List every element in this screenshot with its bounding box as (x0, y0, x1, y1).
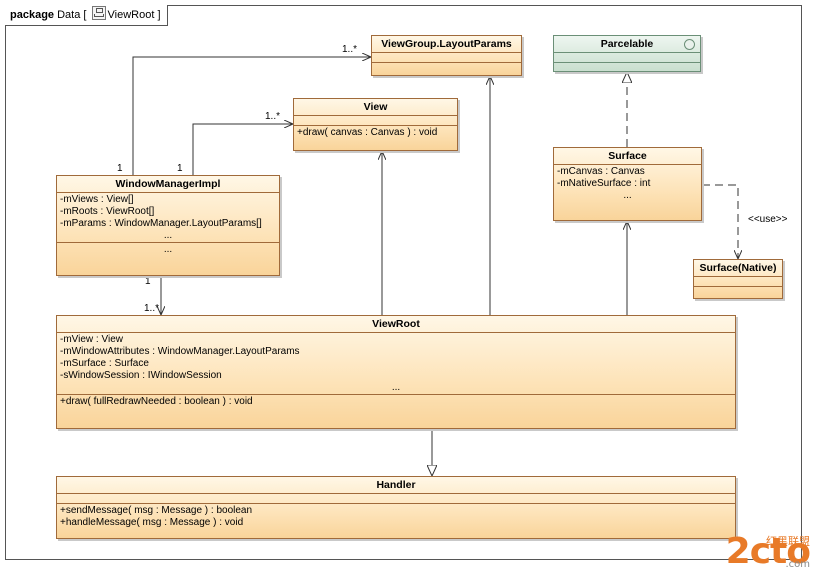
operations-section: +draw( canvas : Canvas ) : void (294, 125, 457, 140)
operations-section (694, 286, 782, 296)
class-name: Surface (608, 150, 647, 162)
attributes-section: -mCanvas : Canvas -mNativeSurface : int … (554, 164, 701, 202)
class-surface-native: Surface(Native) (693, 259, 783, 299)
attribute-ellipsis: ... (623, 190, 632, 201)
diagram-name: ViewRoot (107, 9, 155, 21)
attribute-row: -mNativeSurface : int (557, 178, 651, 189)
class-viewroot: ViewRoot -mView : View -mWindowAttribute… (56, 315, 736, 429)
class-view: View +draw( canvas : Canvas ) : void (293, 98, 458, 151)
attribute-row: -mViews : View[] (60, 194, 134, 205)
use-stereotype: <<use>> (748, 214, 788, 225)
class-name: Surface(Native) (699, 262, 777, 274)
class-name: WindowManagerImpl (115, 178, 221, 190)
operations-section (554, 62, 700, 72)
operations-section: ... (57, 242, 279, 256)
attributes-section (294, 115, 457, 125)
watermark-sub: 红黑联盟 (766, 535, 810, 548)
class-name: ViewGroup.LayoutParams (381, 38, 512, 50)
attributes-section (372, 52, 521, 62)
operation-row: +sendMessage( msg : Message ) : boolean (60, 505, 253, 516)
attribute-row: -sWindowSession : IWindowSession (60, 370, 222, 381)
attributes-section (554, 52, 700, 62)
package-name: Data (57, 9, 81, 21)
operation-row: +draw( fullRedrawNeeded : boolean ) : vo… (60, 396, 253, 407)
package-frame (5, 5, 802, 560)
class-viewgroup-layoutparams: ViewGroup.LayoutParams (371, 35, 522, 76)
mult-wm-view-target: 1..* (265, 111, 281, 122)
package-keyword: package (10, 9, 55, 21)
attribute-row: -mWindowAttributes : WindowManager.Layou… (60, 346, 300, 357)
class-name: Handler (376, 479, 416, 491)
operations-section (372, 62, 521, 72)
class-handler: Handler +sendMessage( msg : Message ) : … (56, 476, 736, 539)
mult-wm-viewroot-target: 1..* (144, 303, 160, 314)
class-surface: Surface -mCanvas : Canvas -mNativeSurfac… (553, 147, 702, 221)
attribute-ellipsis: ... (163, 230, 173, 241)
mult-wm-viewroot-source: 1 (145, 276, 151, 287)
watermark-logo: 2cto 红黑联盟 .com (725, 531, 811, 572)
operations-section: +draw( fullRedrawNeeded : boolean ) : vo… (57, 394, 735, 409)
class-name: View (363, 101, 388, 113)
package-tab: package Data [ ViewRoot ] (5, 5, 168, 26)
class-windowmanagerimpl: WindowManagerImpl -mViews : View[] -mRoo… (56, 175, 280, 276)
attribute-row: -mView : View (60, 334, 123, 345)
edge-wm-view (193, 124, 293, 175)
attributes-section (57, 493, 735, 503)
attribute-row: -mCanvas : Canvas (557, 166, 645, 177)
edge-surface-native (702, 184, 738, 259)
attributes-section: -mViews : View[] -mRoots : ViewRoot[] -m… (57, 192, 279, 242)
interface-parcelable: Parcelable (553, 35, 701, 72)
attribute-ellipsis: ... (391, 382, 401, 393)
class-name: ViewRoot (372, 318, 420, 330)
mult-wm-view-source: 1 (177, 163, 183, 174)
attribute-row: -mSurface : Surface (60, 358, 149, 369)
operation-row: +draw( canvas : Canvas ) : void (297, 127, 438, 138)
class-diagram-icon (91, 6, 106, 20)
operation-ellipsis: ... (163, 244, 173, 255)
attribute-row: -mRoots : ViewRoot[] (60, 206, 155, 217)
mult-wm-layoutparams-source: 1 (117, 163, 123, 174)
mult-wm-layoutparams-target: 1..* (342, 44, 358, 55)
interface-circle-icon (684, 39, 695, 50)
watermark-main: 2cto (725, 531, 811, 572)
watermark-url: .com (785, 559, 810, 570)
attributes-section: -mView : View -mWindowAttributes : Windo… (57, 332, 735, 394)
operations-section: +sendMessage( msg : Message ) : boolean … (57, 503, 735, 530)
attributes-section (694, 276, 782, 286)
class-name: Parcelable (600, 38, 654, 50)
operation-row: +handleMessage( msg : Message ) : void (60, 517, 244, 528)
edge-wm-layoutparams (133, 57, 371, 175)
attribute-row: -mParams : WindowManager.LayoutParams[] (60, 218, 262, 229)
